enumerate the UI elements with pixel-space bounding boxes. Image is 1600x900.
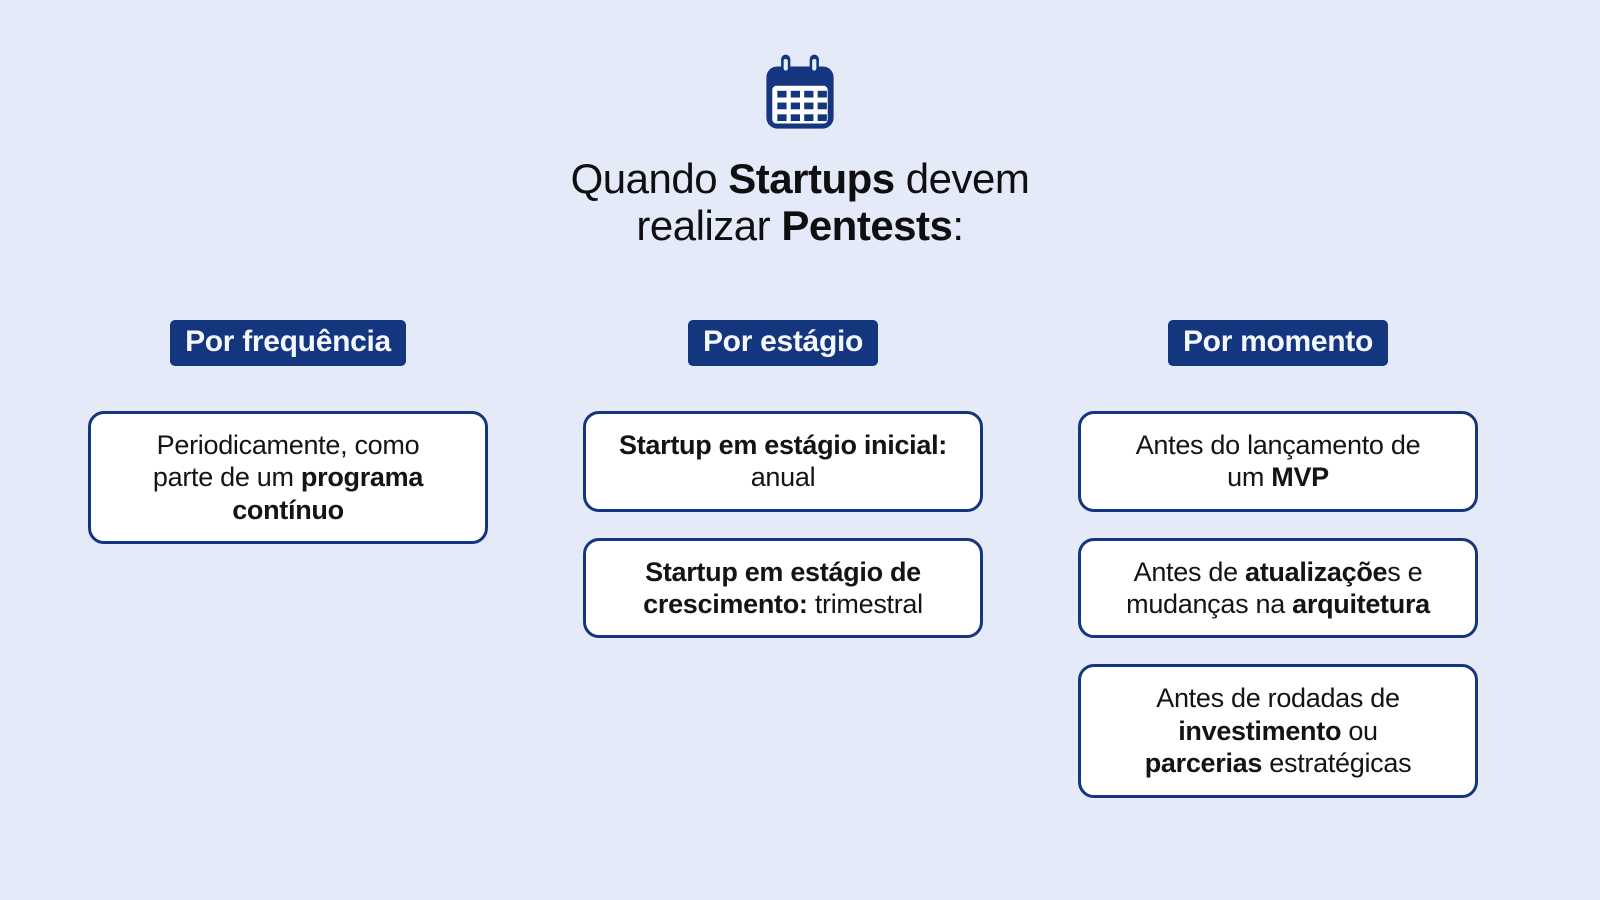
text-segment: Antes de rodadas de — [1156, 683, 1400, 714]
card-lancamento-mvp: Antes do lançamento de um MVP — [1078, 410, 1478, 512]
card-atualizacoes-arquitetura: Antes de atualizações e mudanças na arqu… — [1078, 537, 1478, 639]
text-segment: : — [952, 202, 964, 250]
card-programa-continuo: Periodicamente, como parte de um program… — [88, 410, 488, 545]
text-segment: devem — [894, 155, 1030, 202]
column-header-momento: Por momento — [1167, 319, 1389, 366]
text-segment: Startup em estágio de crescimento: — [643, 556, 921, 620]
header-area: Quando Startups devem realizar Pentests: — [0, 0, 1600, 250]
text-segment: s e mudanças na — [1126, 556, 1423, 620]
text-segment: estratégicas — [1262, 748, 1412, 779]
text-segment: Pentests — [781, 202, 953, 250]
text-segment: MVP — [1271, 462, 1329, 493]
text-segment: Startups — [728, 155, 895, 202]
cards-estagio: Startup em estágio inicial: anual Startu… — [583, 410, 983, 639]
columns-container: Por frequência Periodicamente, como part… — [0, 319, 1600, 798]
calendar-icon — [766, 54, 834, 129]
text-segment: arquitetura — [1292, 589, 1430, 620]
cards-frequencia: Periodicamente, como parte de um program… — [88, 410, 488, 545]
column-frequencia: Por frequência Periodicamente, como part… — [88, 319, 488, 798]
text-segment: Startup em estágio inicial: — [619, 429, 947, 460]
card-estagio-inicial: Startup em estágio inicial: anual — [583, 410, 983, 512]
cards-momento: Antes do lançamento de um MVP Antes de a… — [1078, 410, 1478, 798]
text-segment: programa contínuo — [232, 462, 424, 525]
column-header-frequencia: Por frequência — [170, 319, 406, 366]
card-estagio-crescimento: Startup em estágio de crescimento: trime… — [583, 537, 983, 639]
text-segment: parcerias — [1144, 748, 1263, 779]
text-segment: Quando — [570, 155, 729, 202]
text-segment: Antes do lançamento de um — [1135, 429, 1421, 493]
page-title: Quando Startups devem realizar Pentests: — [0, 155, 1600, 250]
text-segment: Antes de — [1133, 556, 1245, 587]
text-segment: atualizaçõe — [1245, 556, 1388, 587]
page-title-line-1: Quando Startups devem — [0, 155, 1600, 202]
text-segment: Periodicamente, como parte de um — [152, 429, 420, 493]
card-rodadas-investimento: Antes de rodadas de investimento ou parc… — [1078, 664, 1478, 798]
column-estagio: Por estágio Startup em estágio inicial: … — [583, 319, 983, 798]
text-segment: realizar — [636, 202, 782, 250]
column-header-estagio: Por estágio — [687, 319, 879, 366]
column-momento: Por momento Antes do lançamento de um MV… — [1078, 319, 1478, 798]
text-segment: investimento — [1178, 715, 1342, 746]
page-title-line-2: realizar Pentests: — [0, 202, 1600, 249]
text-segment: trimestral — [807, 589, 923, 620]
text-segment: anual — [750, 462, 816, 493]
text-segment: ou — [1348, 715, 1378, 746]
